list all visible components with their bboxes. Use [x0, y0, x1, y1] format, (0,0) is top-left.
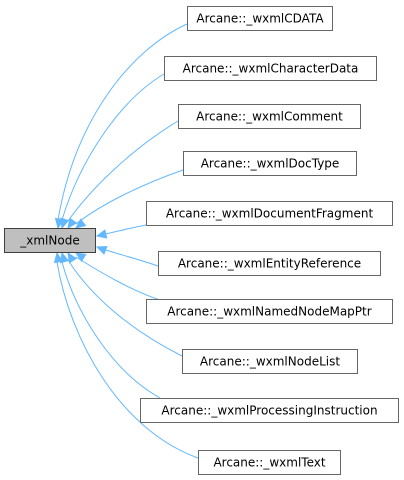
edge-text [56, 261, 199, 459]
root-node-label: _xmlNode [19, 234, 79, 248]
child-node-doctype[interactable]: Arcane::_wxmlDocType [183, 151, 357, 176]
arrowhead-entityreference [95, 245, 108, 255]
arrowhead-documentfragment [95, 229, 108, 239]
edge-entityreference [96, 246, 159, 267]
child-node-namednodemapptr[interactable]: Arcane::_wxmlNamedNodeMapPtr [146, 299, 393, 324]
child-node-comment[interactable]: Arcane::_wxmlComment [178, 104, 361, 129]
child-node-characterdata-label: Arcane::_wxmlCharacterData [183, 62, 359, 76]
child-node-cdata-label: Arcane::_wxmlCDATA [196, 12, 324, 26]
child-node-namednodemapptr-label: Arcane::_wxmlNamedNodeMapPtr [167, 305, 371, 319]
child-node-nodelist[interactable]: Arcane::_wxmlNodeList [182, 349, 358, 374]
edge-namednodemapptr [75, 256, 161, 301]
arrowhead-processinginstruction [59, 251, 70, 264]
child-node-comment-label: Arcane::_wxmlComment [196, 110, 343, 124]
child-node-doctype-label: Arcane::_wxmlDocType [201, 157, 340, 171]
edge-cdata [57, 23, 188, 221]
root-node[interactable]: _xmlNode [4, 228, 96, 253]
edge-doctype [75, 169, 184, 225]
arrowhead-doctype [75, 218, 87, 229]
child-node-documentfragment[interactable]: Arcane::_wxmlDocumentFragment [146, 201, 393, 226]
arrowhead-characterdata [60, 217, 70, 230]
child-node-nodelist-label: Arcane::_wxmlNodeList [200, 355, 340, 369]
child-node-cdata[interactable]: Arcane::_wxmlCDATA [187, 6, 333, 31]
child-node-processinginstruction[interactable]: Arcane::_wxmlProcessingInstruction [140, 398, 399, 423]
child-node-text-label: Arcane::_wxmlText [213, 456, 325, 470]
arrowhead-namednodemapptr [74, 252, 87, 263]
edge-processinginstruction [61, 261, 161, 399]
edge-layer [53, 23, 199, 459]
child-node-processinginstruction-label: Arcane::_wxmlProcessingInstruction [161, 404, 377, 418]
child-node-text[interactable]: Arcane::_wxmlText [198, 450, 341, 475]
child-node-entityreference[interactable]: Arcane::_wxmlEntityReference [158, 251, 381, 276]
edge-comment [67, 120, 179, 222]
arrowhead-comment [67, 217, 78, 230]
child-node-entityreference-label: Arcane::_wxmlEntityReference [178, 257, 361, 271]
child-node-documentfragment-label: Arcane::_wxmlDocumentFragment [166, 207, 374, 221]
edge-nodelist [67, 259, 183, 357]
edge-characterdata [61, 73, 165, 221]
arrowhead-nodelist [67, 251, 78, 264]
child-node-characterdata[interactable]: Arcane::_wxmlCharacterData [164, 56, 377, 81]
arrowhead-text [53, 251, 64, 264]
